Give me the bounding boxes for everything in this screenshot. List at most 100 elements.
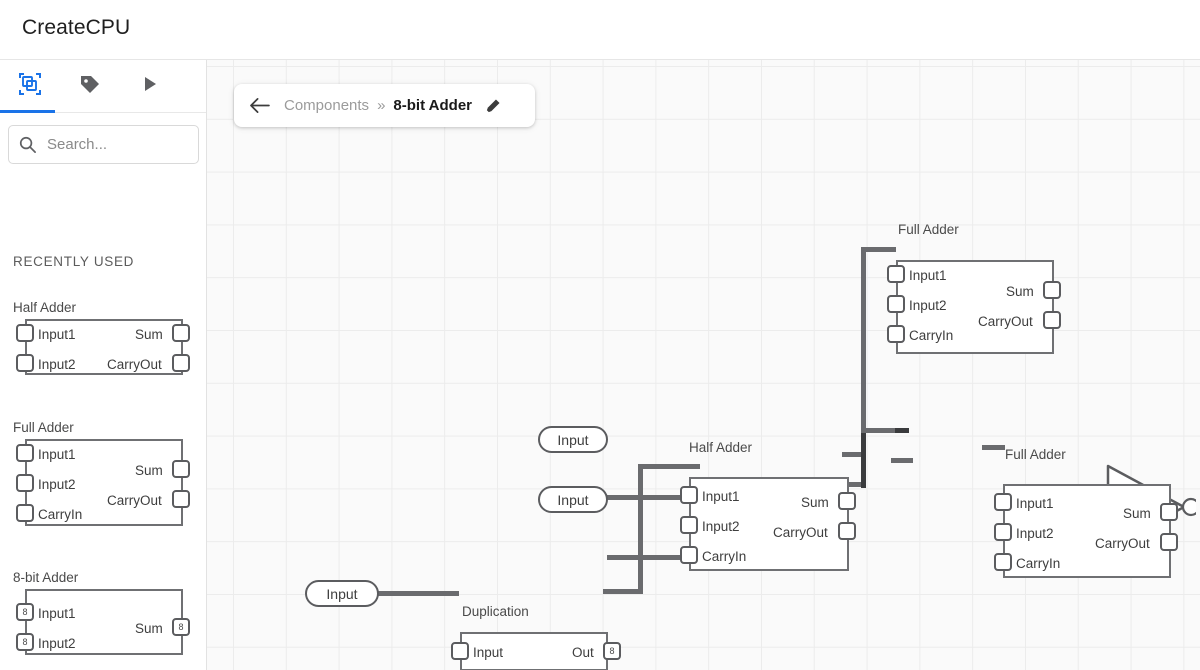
pin-sum[interactable] — [838, 492, 856, 510]
pin-input2[interactable]: 8 — [16, 633, 34, 651]
pin-label-input1: Input1 — [702, 489, 740, 504]
wire-buffer-input-marker — [895, 428, 909, 433]
pin-label-input1: Input1 — [1016, 496, 1054, 511]
wire-buffer-enable — [891, 458, 913, 463]
pin-label-input1: Input1 — [38, 606, 76, 621]
pin-input2[interactable] — [680, 516, 698, 534]
pin-label-out: Out — [572, 645, 594, 660]
wire-sum-stub — [842, 452, 866, 457]
wire-input2-to-carryin — [607, 555, 697, 560]
palette-item-half-adder[interactable]: Half Adder Input1 Input2 Sum CarryOut — [13, 300, 193, 380]
palette-item-label: Half Adder — [13, 300, 77, 315]
pin-label-carryin: CarryIn — [702, 549, 747, 564]
app-title: CreateCPU — [22, 16, 131, 39]
pin-sum[interactable]: 8 — [172, 618, 190, 636]
input-pin-label: Input — [557, 491, 589, 508]
pin-sum[interactable] — [1160, 503, 1178, 521]
wire-to-topadder-input2 — [861, 247, 896, 252]
palette-item-label: Full Adder — [13, 420, 74, 435]
pin-label-sum: Sum — [801, 495, 829, 510]
pin-label-input2: Input2 — [909, 298, 947, 313]
pin-input1[interactable] — [680, 486, 698, 504]
breadcrumb: Components » 8-bit Adder — [234, 84, 535, 127]
search-input[interactable] — [45, 135, 185, 154]
tab-components[interactable] — [0, 60, 60, 112]
pin-label-carryin: CarryIn — [1016, 556, 1061, 571]
pencil-icon[interactable] — [485, 97, 502, 114]
pin-carryin[interactable] — [16, 504, 34, 522]
pin-input1[interactable] — [16, 444, 34, 462]
input-pin-3[interactable]: Input — [305, 580, 379, 607]
pin-carryin[interactable] — [680, 546, 698, 564]
pin-label-input: Input — [473, 645, 504, 660]
sidebar-scrollbar[interactable] — [195, 180, 205, 670]
pin-carryout[interactable] — [838, 522, 856, 540]
pin-label-input1: Input1 — [38, 447, 76, 462]
wire-to-topadder-vertical — [861, 247, 866, 432]
input-pin-label: Input — [557, 431, 589, 448]
pin-carryin[interactable] — [887, 325, 905, 343]
pin-sum[interactable] — [1043, 281, 1061, 299]
input-pin-2[interactable]: Input — [538, 486, 608, 513]
pin-label-input1: Input1 — [38, 327, 76, 342]
palette-item-8bit-adder[interactable]: 8-bit Adder 8 Input1 8 Input2 8 Sum — [13, 570, 193, 660]
pin-sum[interactable] — [172, 460, 190, 478]
circuit-canvas[interactable]: Components » 8-bit Adder — [207, 60, 1200, 670]
tab-tags[interactable] — [60, 60, 120, 112]
pin-label-sum: Sum — [135, 463, 163, 478]
palette-item-label: 8-bit Adder — [13, 570, 79, 585]
pin-input1[interactable] — [994, 493, 1012, 511]
pin-sum[interactable] — [172, 324, 190, 342]
pin-input[interactable] — [451, 642, 469, 660]
pin-label-carryout: CarryOut — [1095, 536, 1150, 551]
chip-title: Duplication — [462, 604, 529, 619]
pin-label-carryout: CarryOut — [978, 314, 1033, 329]
pin-input2[interactable] — [887, 295, 905, 313]
title-bar: CreateCPU — [0, 0, 1200, 60]
pin-carryout[interactable] — [172, 354, 190, 372]
chip-title: Full Adder — [1005, 447, 1066, 462]
tag-icon — [78, 72, 102, 101]
pin-label-sum: Sum — [135, 621, 163, 636]
pin-label-input2: Input2 — [38, 357, 76, 372]
pin-out[interactable]: 8 — [603, 642, 621, 660]
pin-label-input2: Input2 — [1016, 526, 1054, 541]
search-icon — [18, 135, 37, 154]
search-box[interactable] — [8, 125, 199, 164]
component-body — [689, 477, 849, 571]
palette-item-full-adder[interactable]: Full Adder Input1 Input2 CarryIn Sum Car… — [13, 420, 193, 530]
pin-carryin[interactable] — [994, 553, 1012, 571]
chip-icon — [17, 71, 43, 102]
wire-carryout-stub — [842, 482, 866, 487]
pin-input1[interactable]: 8 — [16, 603, 34, 621]
pin-carryout[interactable] — [1043, 311, 1061, 329]
pin-input2[interactable] — [16, 354, 34, 372]
input-pin-1[interactable]: Input — [538, 426, 608, 453]
section-heading-recently-used: RECENTLY USED — [13, 254, 135, 269]
pin-label-input2: Input2 — [38, 636, 76, 651]
component-body — [896, 260, 1054, 354]
tab-run[interactable] — [120, 60, 180, 112]
pin-label-sum: Sum — [1123, 506, 1151, 521]
wire-vertical-junction — [861, 428, 866, 488]
pin-label-input1: Input1 — [909, 268, 947, 283]
pin-label-carryin: CarryIn — [38, 507, 83, 522]
pin-input2[interactable] — [994, 523, 1012, 541]
arrow-left-icon[interactable] — [249, 97, 270, 114]
chip-title: Half Adder — [689, 440, 753, 455]
pin-input1[interactable] — [887, 265, 905, 283]
pin-carryout[interactable] — [1160, 533, 1178, 551]
component-body — [25, 319, 183, 375]
pin-label-carryout: CarryOut — [107, 493, 162, 508]
wire-dup-out-to-input2 — [638, 464, 700, 469]
pin-carryout[interactable] — [172, 490, 190, 508]
wire-dup-out-vertical — [638, 464, 643, 594]
wire-buffer-out — [982, 445, 1005, 450]
breadcrumb-root[interactable]: Components — [284, 97, 370, 114]
pin-input2[interactable] — [16, 474, 34, 492]
breadcrumb-separator: » — [377, 97, 386, 114]
input-pin-label: Input — [326, 585, 358, 602]
pin-input1[interactable] — [16, 324, 34, 342]
wire-input3-to-duplication — [377, 591, 459, 596]
